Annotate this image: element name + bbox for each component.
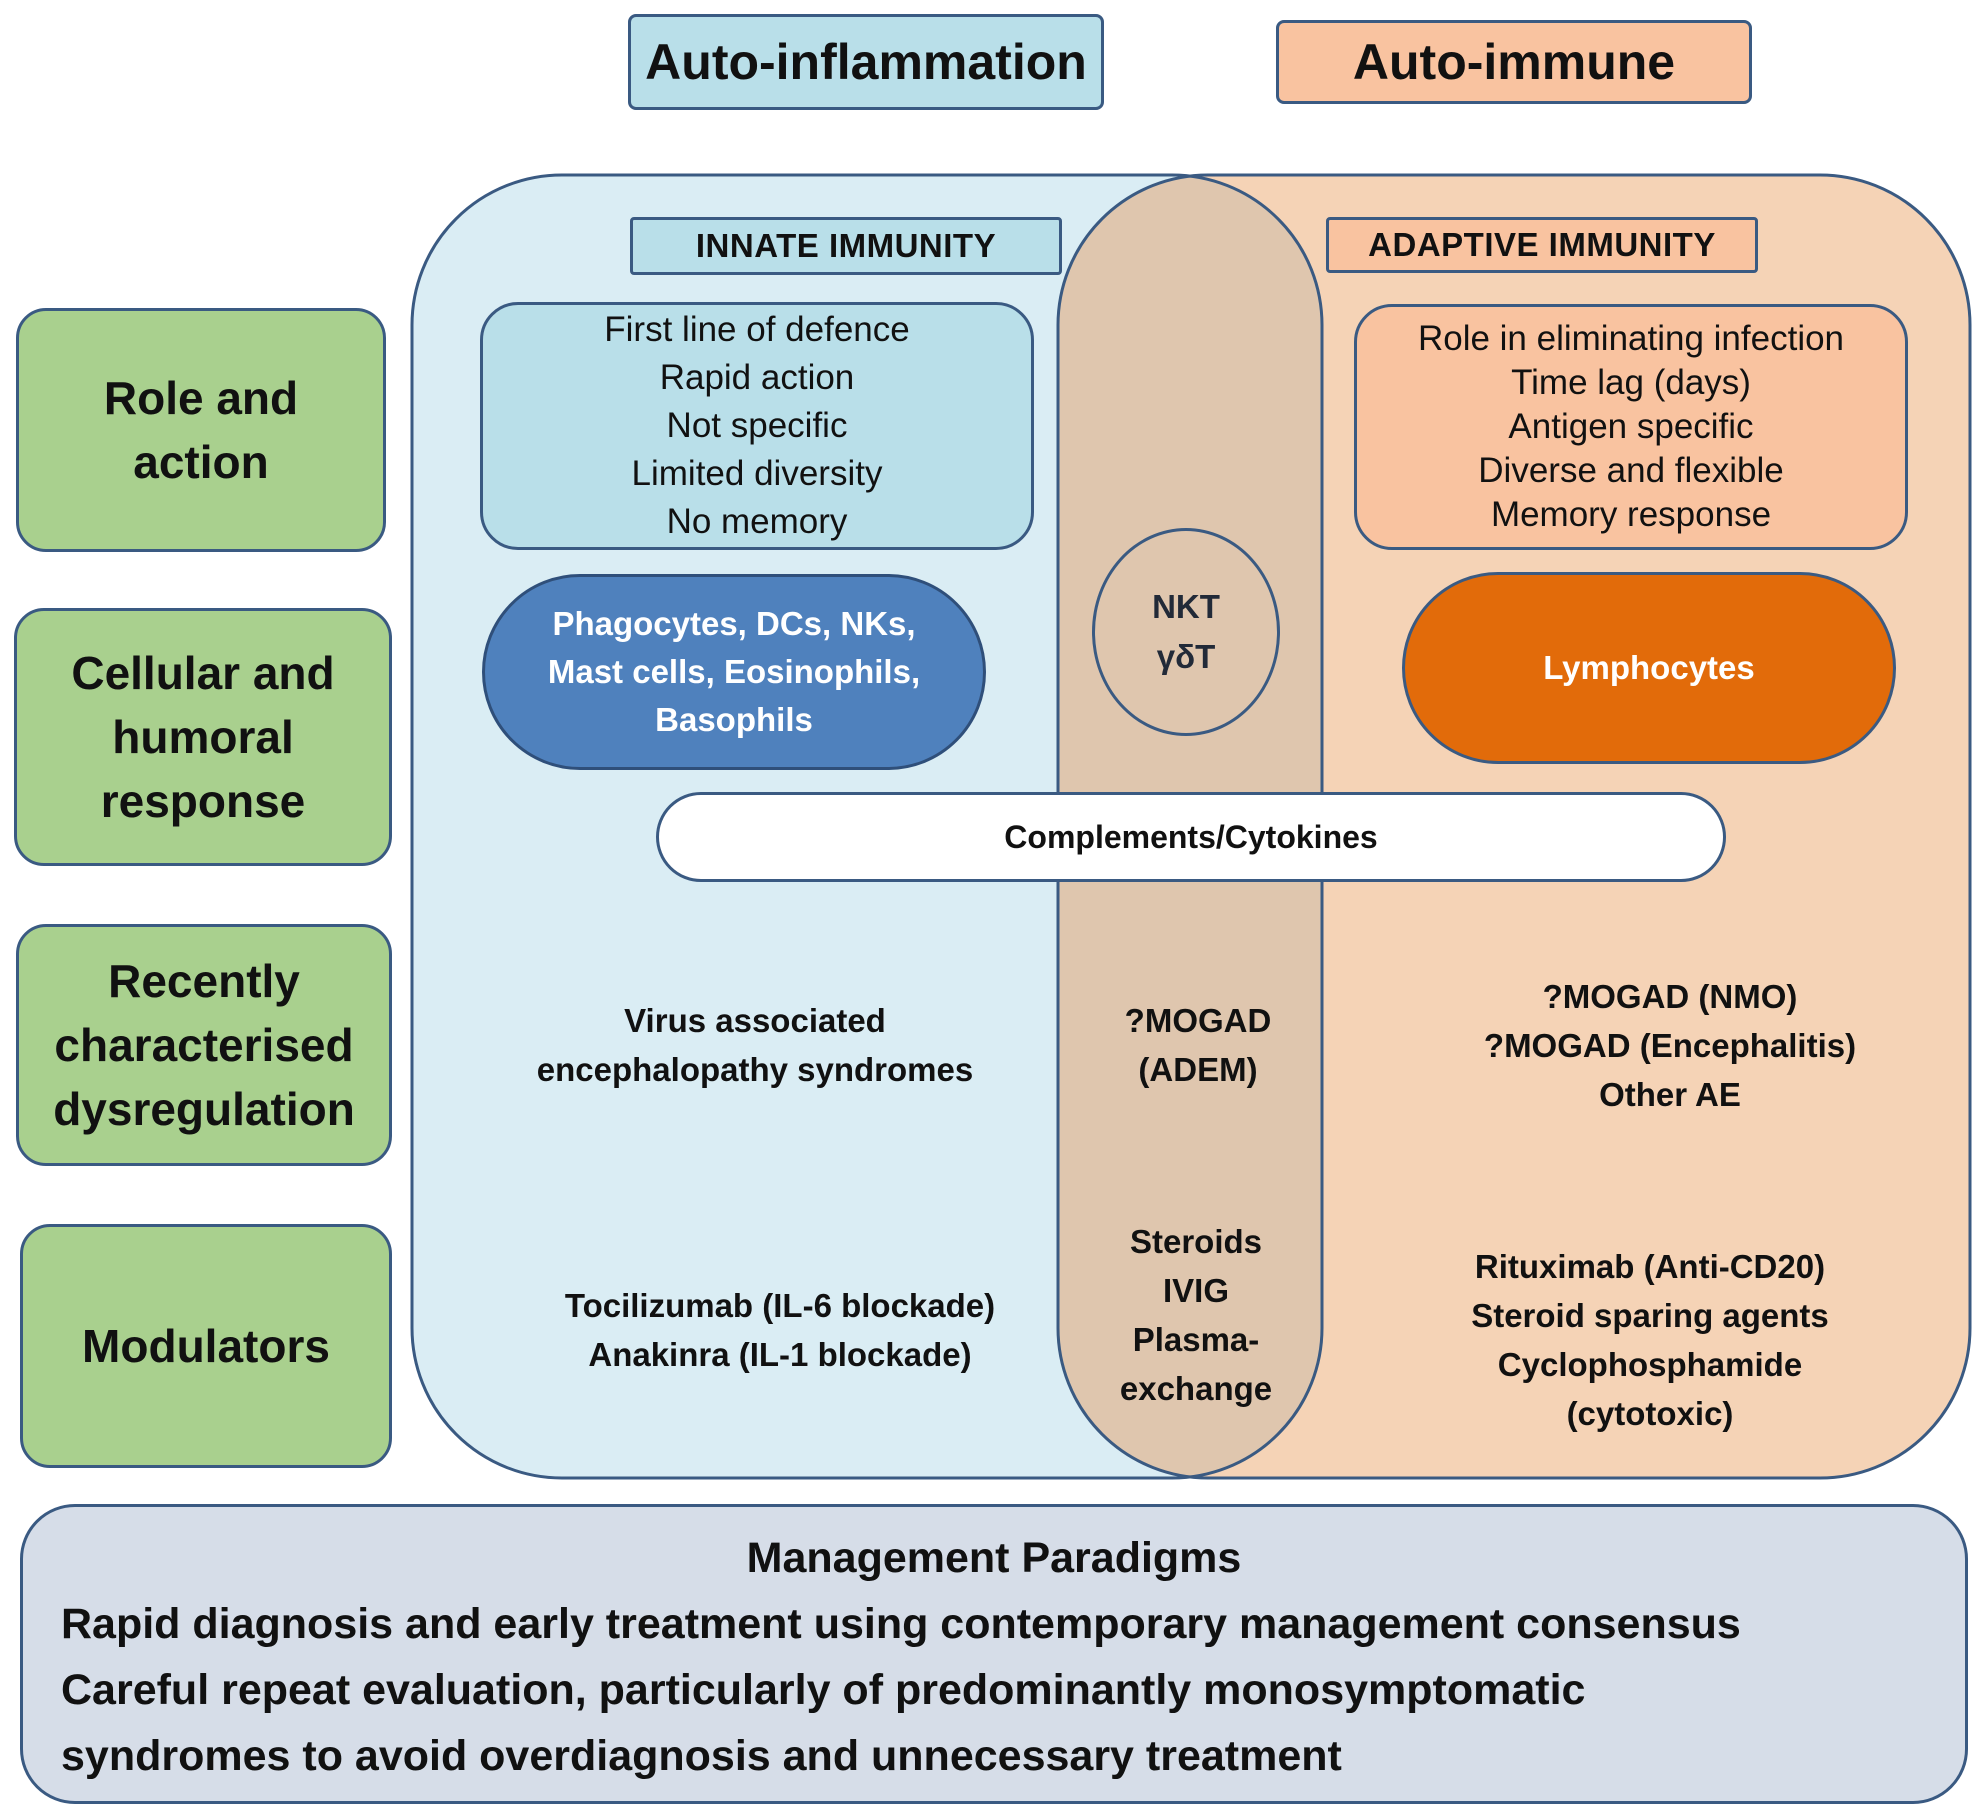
overlap-cell-line: γδT <box>1156 638 1216 675</box>
complements-cytokines-bar: Complements/Cytokines <box>656 792 1726 882</box>
row-label-line: characterised <box>54 1019 354 1071</box>
innate-modulators: Tocilizumab (IL-6 blockade) Anakinra (IL… <box>490 1275 1070 1385</box>
adaptive-modulators: Rituximab (Anti-CD20) Steroid sparing ag… <box>1390 1235 1910 1445</box>
nkt-gdt-circle: NKT γδT <box>1092 528 1280 736</box>
dysregulation-line: Virus associated <box>624 1002 886 1039</box>
modulator-line: (cytotoxic) <box>1566 1395 1734 1432</box>
auto-inflammation-header: Auto-inflammation <box>628 14 1104 110</box>
row-label-modulators: Modulators <box>20 1224 392 1468</box>
adaptive-immunity-header: ADAPTIVE IMMUNITY <box>1326 217 1758 273</box>
management-line: Careful repeat evaluation, particularly … <box>61 1666 1586 1714</box>
innate-cell-line: Mast cells, Eosinophils, <box>547 653 921 690</box>
overlap-modulators: Steroids IVIG Plasma- exchange <box>1068 1210 1324 1420</box>
dysregulation-line: ?MOGAD (NMO) <box>1542 977 1798 1015</box>
row-label-role-and-action: Role and action <box>16 308 386 552</box>
innate-trait: Limited diversity <box>631 454 883 493</box>
innate-traits-box: First line of defence Rapid action Not s… <box>480 302 1034 550</box>
innate-trait: No memory <box>666 502 848 541</box>
modulator-line: Rituximab (Anti-CD20) <box>1474 1248 1826 1285</box>
row-label-line: humoral <box>112 711 294 763</box>
adaptive-dysregulation: ?MOGAD (NMO) ?MOGAD (Encephalitis) Other… <box>1400 965 1940 1125</box>
dysregulation-line: ?MOGAD (Encephalitis) <box>1483 1026 1857 1064</box>
adaptive-trait: Memory response <box>1490 495 1772 534</box>
adaptive-traits-box: Role in eliminating infection Time lag (… <box>1354 304 1908 550</box>
dysregulation-line: Other AE <box>1599 1075 1741 1113</box>
lymphocytes-label: Lymphocytes <box>1543 649 1755 686</box>
lymphocytes-pill: Lymphocytes <box>1402 572 1896 764</box>
innate-dysregulation: Virus associated encephalopathy syndrome… <box>470 990 1040 1100</box>
innate-cell-line: Basophils <box>655 701 813 738</box>
auto-inflammation-label: Auto-inflammation <box>645 34 1087 90</box>
modulator-line: Tocilizumab (IL-6 blockade) <box>564 1287 996 1324</box>
row-label-line: Role and <box>103 372 299 424</box>
row-label-line: action <box>133 436 269 488</box>
row-label-line: response <box>100 775 306 827</box>
dysregulation-line: encephalopathy syndromes <box>536 1051 974 1088</box>
adaptive-trait: Time lag (days) <box>1511 363 1751 402</box>
modulator-line: Cyclophosphamide <box>1497 1346 1803 1383</box>
adaptive-immunity-label: ADAPTIVE IMMUNITY <box>1368 226 1716 263</box>
row-label-line: Cellular and <box>71 647 335 699</box>
row-label-dysregulation: Recently characterised dysregulation <box>16 924 392 1166</box>
auto-immune-label: Auto-immune <box>1352 34 1676 90</box>
auto-immune-header: Auto-immune <box>1276 20 1752 104</box>
innate-cell-line: Phagocytes, DCs, NKs, <box>552 605 916 642</box>
dysregulation-line: (ADEM) <box>1138 1051 1258 1088</box>
complements-cytokines-label: Complements/Cytokines <box>1004 818 1378 855</box>
row-label-cellular-humoral: Cellular and humoral response <box>14 608 392 866</box>
overlap-region <box>1058 175 1322 1478</box>
innate-immunity-header: INNATE IMMUNITY <box>630 217 1062 275</box>
management-line: Rapid diagnosis and early treatment usin… <box>61 1600 1741 1648</box>
management-paradigms-box: Management Paradigms Rapid diagnosis and… <box>20 1504 1968 1804</box>
adaptive-trait: Diverse and flexible <box>1478 451 1784 490</box>
modulator-line: Anakinra (IL-1 blockade) <box>588 1336 972 1373</box>
innate-immunity-label: INNATE IMMUNITY <box>695 227 997 264</box>
management-title: Management Paradigms <box>746 1534 1242 1582</box>
modulator-line: Steroid sparing agents <box>1471 1297 1829 1334</box>
overlap-cell-line: NKT <box>1152 588 1220 625</box>
innate-cells-pill: Phagocytes, DCs, NKs, Mast cells, Eosino… <box>482 574 986 770</box>
modulator-line: IVIG <box>1162 1272 1230 1309</box>
management-line: syndromes to avoid overdiagnosis and unn… <box>61 1732 1342 1780</box>
row-label-line: Modulators <box>82 1320 330 1372</box>
modulator-line: exchange <box>1119 1370 1273 1407</box>
row-label-line: dysregulation <box>53 1083 355 1135</box>
innate-trait: Rapid action <box>659 358 855 397</box>
modulator-line: Steroids <box>1129 1223 1263 1260</box>
modulator-line: Plasma- <box>1132 1321 1260 1358</box>
innate-trait: Not specific <box>666 406 848 445</box>
row-label-line: Recently <box>108 955 300 1007</box>
innate-trait: First line of defence <box>604 310 910 349</box>
overlap-dysregulation: ?MOGAD (ADEM) <box>1068 990 1328 1100</box>
dysregulation-line: ?MOGAD <box>1124 1002 1272 1039</box>
adaptive-trait: Antigen specific <box>1508 407 1754 446</box>
adaptive-trait: Role in eliminating infection <box>1417 319 1845 358</box>
